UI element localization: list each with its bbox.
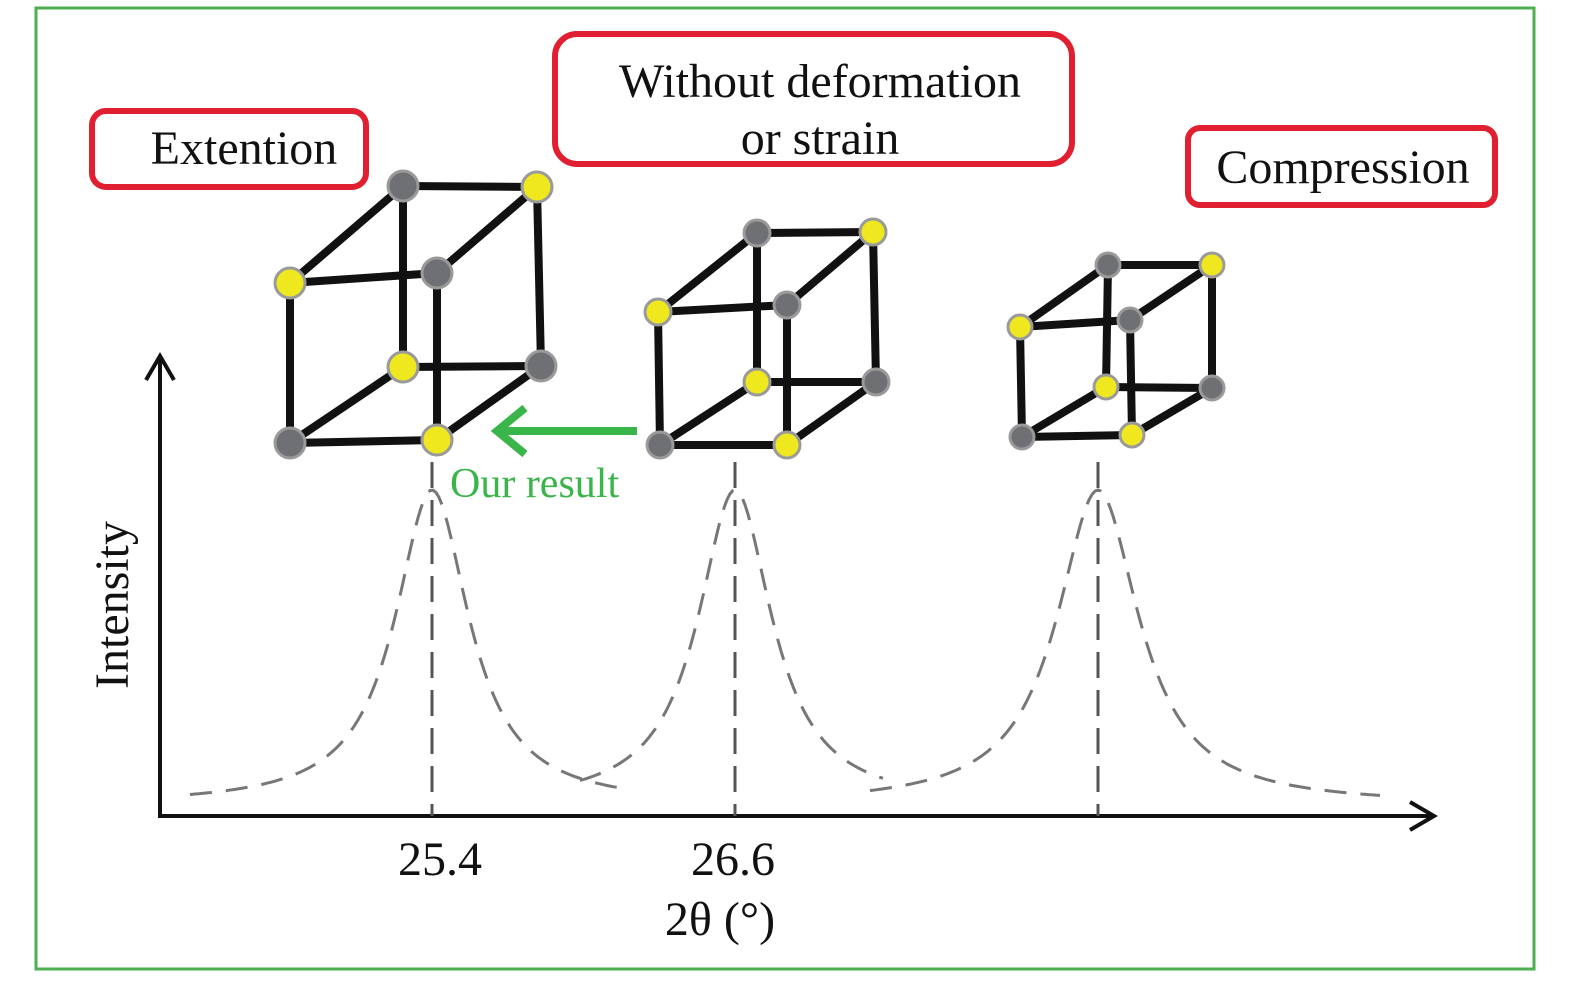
lattice-bond	[289, 436, 438, 447]
cube-compression	[1006, 251, 1226, 451]
peaks	[189, 462, 1381, 816]
gray-atom	[386, 169, 420, 203]
lattice-bond	[287, 182, 406, 287]
compression-label: Compression	[1216, 141, 1469, 194]
lattice-bond	[1019, 383, 1109, 441]
yellow-atom	[643, 297, 673, 327]
yellow-atom	[1092, 373, 1120, 401]
gray-atom	[273, 426, 307, 460]
compression-label-box	[1185, 125, 1498, 208]
x-axis-arrow-icon	[1408, 800, 1438, 832]
tick-label-26-6: 26.6	[691, 833, 775, 886]
extension-label: Extention	[151, 122, 338, 175]
yellow-atom	[386, 350, 420, 384]
figure-frame	[34, 6, 1536, 971]
yellow-atom	[273, 266, 307, 300]
gray-atom	[420, 256, 454, 290]
gray-atom	[1094, 251, 1122, 279]
lattice-bond	[756, 228, 874, 237]
our-result-arrow-icon	[490, 404, 637, 458]
gray-atom	[1116, 306, 1144, 334]
lattice-bond	[289, 269, 438, 287]
lattice-bond	[287, 363, 406, 447]
cube-extension	[273, 169, 558, 460]
no-strain-label-line2: or strain	[741, 112, 900, 165]
lattice-bond	[402, 182, 538, 191]
lattice-bond	[1017, 261, 1111, 331]
lattice-bond	[1129, 384, 1215, 439]
yellow-atom	[420, 423, 454, 457]
lattice-bond	[655, 229, 760, 316]
lattice-bond	[1019, 316, 1131, 331]
no-strain-label-line1: Without deformation	[619, 55, 1021, 108]
gray-atom	[1008, 423, 1036, 451]
axes	[144, 352, 1438, 832]
y-axis-arrow-icon	[144, 352, 176, 382]
yellow-atom	[1198, 251, 1226, 279]
y-axis-label: Intensity	[86, 521, 139, 689]
gray-atom	[742, 218, 772, 248]
peak-curve-compression	[869, 488, 1381, 797]
our-result-label: Our result	[450, 461, 619, 507]
lattice-bond	[784, 228, 876, 309]
yellow-atom	[1118, 421, 1146, 449]
lattice-bond	[533, 186, 545, 367]
lattice-bond	[784, 378, 879, 449]
lattice-bond	[869, 231, 880, 383]
lattice-bond	[1126, 319, 1136, 436]
lattice-bond	[434, 183, 540, 277]
yellow-atom	[858, 217, 888, 247]
gray-atom	[524, 349, 558, 383]
gray-atom	[772, 290, 802, 320]
peak-curve-extension	[189, 488, 620, 796]
lattice-bond	[1127, 261, 1215, 324]
lattice-bond	[1105, 383, 1213, 392]
no-strain-label-box	[552, 31, 1075, 167]
lattice-bond	[1102, 264, 1112, 388]
lattice-bond	[654, 311, 664, 446]
yellow-atom	[742, 367, 772, 397]
x-axis-label: 2θ (°)	[665, 893, 775, 946]
peak-curve-no-strain	[579, 488, 884, 782]
lattice-bond	[1016, 326, 1026, 438]
gray-atom	[1198, 374, 1226, 402]
tick-label-25-4: 25.4	[398, 833, 482, 886]
gray-atom	[861, 367, 891, 397]
yellow-atom	[1006, 313, 1034, 341]
lattice-bond	[657, 301, 788, 316]
lattice-cubes	[273, 169, 1226, 460]
gray-atom	[645, 430, 675, 460]
lattice-bond	[1021, 431, 1133, 441]
lattice-bond	[657, 378, 760, 449]
yellow-atom	[772, 430, 802, 460]
yellow-atom	[520, 170, 554, 204]
cube-no-strain	[643, 217, 891, 460]
lattice-bond	[402, 362, 542, 371]
extension-label-box	[89, 108, 369, 190]
lattice-bond	[434, 362, 544, 444]
